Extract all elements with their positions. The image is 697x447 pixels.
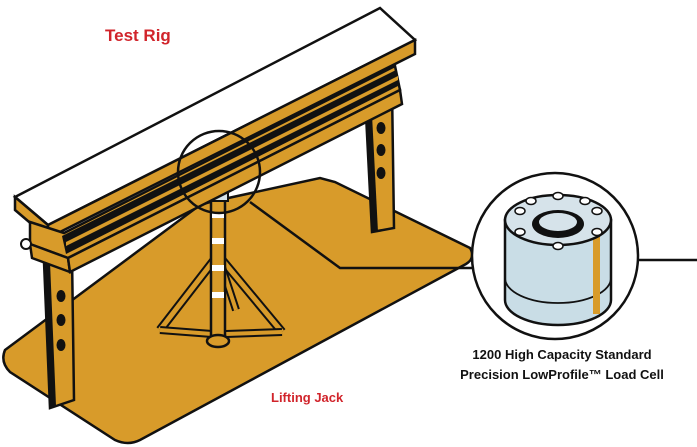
i-beam xyxy=(12,6,418,274)
load-cell-label-line2: Precision LowProfile™ Load Cell xyxy=(460,367,664,382)
callout-line xyxy=(249,200,480,270)
detail-circle xyxy=(176,129,262,215)
load-cell-detail xyxy=(470,171,697,341)
right-column-holes xyxy=(376,122,386,179)
lifting-jack xyxy=(156,189,286,349)
floor-plate xyxy=(2,176,474,445)
lifting-jack-label: Lifting Jack xyxy=(271,390,344,405)
load-cell-label-line1: 1200 High Capacity Standard xyxy=(472,347,652,362)
load-cell-label: 1200 High Capacity Standard Precision Lo… xyxy=(444,345,680,385)
test-rig-label: Test Rig xyxy=(105,26,171,45)
left-column-holes xyxy=(56,290,66,351)
